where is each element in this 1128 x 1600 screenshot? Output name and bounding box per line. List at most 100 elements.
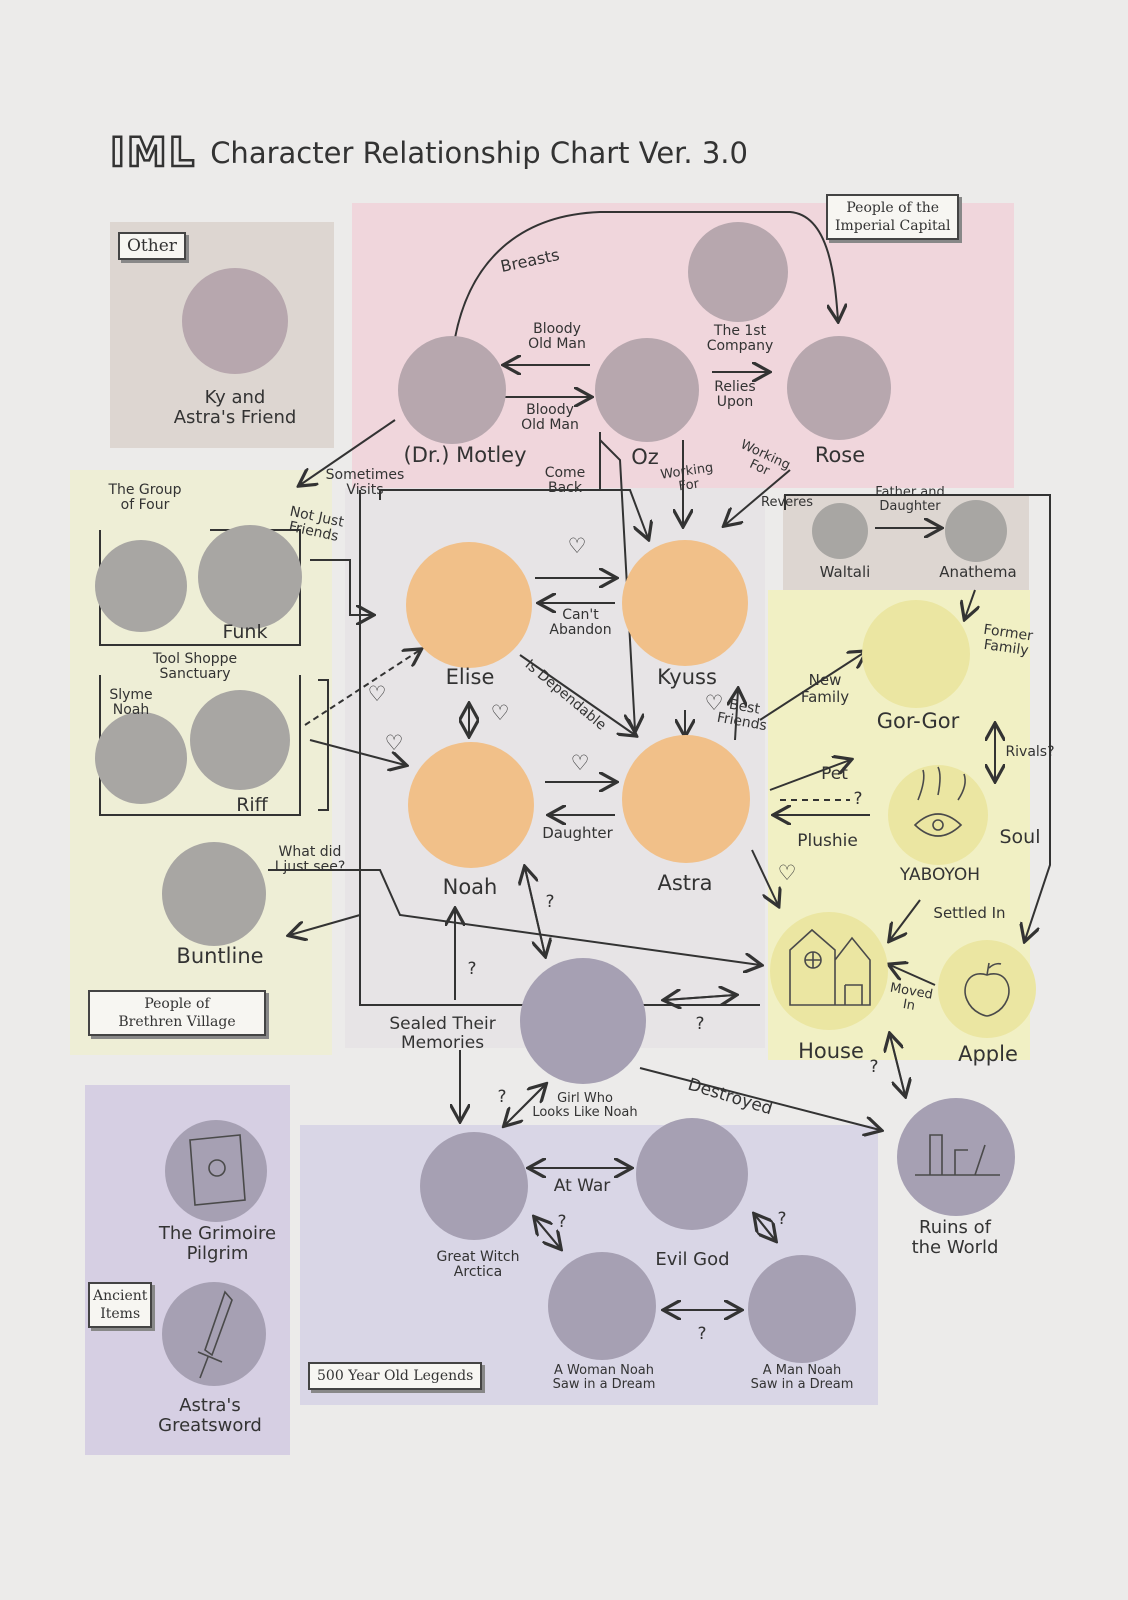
heart-tool-noah: ♡: [384, 731, 404, 755]
rel-new-family: New Family: [800, 671, 850, 706]
rel-q-house-ruins: ?: [869, 1057, 879, 1077]
heart-noah-astra: ♡: [570, 751, 590, 775]
label-man-dream: A Man Noah Saw in a Dream: [750, 1363, 854, 1393]
page-title: Character Relationship Chart Ver. 3.0: [210, 136, 748, 170]
label-yaboyoh: YABOYOH: [899, 865, 981, 885]
rel-reveres: Reveres: [761, 495, 813, 510]
rel-plushie: Plushie: [797, 831, 858, 851]
rel-cant-abandon: Can't Abandon: [549, 607, 612, 639]
heart-elise-kyuss: ♡: [567, 534, 587, 558]
label-woman-dream: A Woman Noah Saw in a Dream: [552, 1363, 656, 1393]
node-waltali: [812, 503, 868, 559]
node-group-of-four: [95, 540, 187, 632]
arrow-astra-house: [751, 849, 778, 905]
node-ruins: [897, 1098, 1015, 1216]
logo: IML: [109, 129, 197, 178]
rel-bloody-2: Bloody Old Man: [521, 402, 579, 434]
heart-astra-house: ♡: [777, 861, 797, 885]
arrow-pet: [769, 760, 850, 791]
arrow-oz-astra: [599, 439, 635, 730]
label-oz: Oz: [631, 445, 659, 469]
tag-other: Other: [118, 232, 186, 260]
rel-first-company: The 1st Company: [706, 323, 774, 355]
label-ky: Ky and Astra's Friend: [173, 387, 297, 428]
label-ruins: Ruins of the World: [911, 1217, 999, 1258]
arrow-moved-in: [890, 965, 936, 986]
node-anathema: [945, 500, 1007, 562]
node-astra: [622, 735, 750, 863]
node-apple: [938, 940, 1036, 1038]
arrow-tool-to-noah: [309, 739, 405, 765]
bracket-tool-shoppe-right: [318, 679, 329, 811]
rel-q-arctica-woman: ?: [557, 1212, 567, 1232]
node-gorgor: [862, 600, 970, 708]
label-greatsword: Astra's Greatsword: [158, 1395, 262, 1436]
label-gorgor: Gor-Gor: [876, 709, 960, 733]
label-grimoire: The Grimoire Pilgrim: [158, 1223, 277, 1264]
rel-settled-in: Settled In: [933, 904, 1006, 922]
label-apple: Apple: [958, 1042, 1018, 1066]
rel-bloody-1: Bloody Old Man: [528, 321, 586, 353]
label-tool-shoppe: Tool Shoppe Sanctuary: [152, 651, 238, 683]
chart-header: IML Character Relationship Chart Ver. 3.…: [109, 129, 748, 178]
node-noah: [408, 742, 534, 868]
rel-relies-upon: Relies Upon: [714, 379, 756, 411]
eye-icon: [913, 766, 966, 837]
rel-daughter: Daughter: [542, 824, 613, 842]
label-group-of-four: The Group of Four: [108, 482, 182, 514]
rel-what-did: What did I just see?: [274, 844, 346, 876]
rel-sealed: Sealed Their Memories: [389, 1014, 496, 1053]
label-motley: (Dr.) Motley: [403, 443, 527, 467]
rel-q-sealed: ?: [467, 959, 477, 979]
arrow-reveres-apple: [784, 494, 1051, 940]
rel-q-noah-girl: ?: [545, 892, 555, 912]
node-oz: [595, 338, 699, 442]
node-greatsword: [162, 1282, 266, 1386]
node-woman-dream: [548, 1252, 656, 1360]
node-motley: [398, 336, 506, 444]
node-man-dream: [748, 1255, 856, 1363]
label-funk: Funk: [222, 621, 268, 643]
node-arctica: [420, 1132, 528, 1240]
arrow-best-friends: [735, 690, 738, 741]
arrow-settled-in: [890, 899, 921, 940]
label-girl: Girl Who Looks Like Noah: [532, 1091, 638, 1121]
label-anathema: Anathema: [939, 563, 1017, 581]
label-noah: Noah: [442, 875, 498, 899]
label-arctica: Great Witch Arctica: [436, 1249, 520, 1281]
label-astra: Astra: [657, 871, 713, 895]
arrow-destroyed: [639, 1067, 880, 1130]
rel-rivals: Rivals?: [1005, 744, 1055, 760]
heart-tool-elise: ♡: [367, 682, 387, 706]
rel-q-girl-arctica: ?: [497, 1087, 507, 1107]
label-riff: Riff: [236, 794, 268, 816]
node-ky: [182, 268, 288, 374]
node-girl: [520, 958, 646, 1084]
node-yaboyoh: [888, 765, 988, 865]
rel-come-back: Come Back: [544, 465, 586, 497]
label-evil-god: Evil God: [655, 1249, 730, 1270]
sword-icon: [197, 1290, 233, 1379]
rel-sometimes-visits: Sometimes Visits: [325, 467, 405, 499]
rel-father-daughter: Father and Daughter: [875, 485, 945, 515]
arrow-new-family: [759, 652, 865, 721]
label-elise: Elise: [445, 665, 495, 689]
node-riff: [190, 690, 290, 790]
label-slyme-noah: Slyme Noah: [109, 687, 153, 719]
heart-elise-noah: ♡: [490, 701, 510, 725]
grimoire-icon: [189, 1134, 246, 1206]
rel-q-girl-house: ?: [695, 1014, 705, 1034]
arrow-tool-to-elise: [304, 650, 420, 726]
arrow-is-dependable: [519, 654, 635, 735]
ruins-icon: [915, 1134, 1000, 1176]
arrow-to-buntline: [290, 914, 361, 935]
label-buntline: Buntline: [176, 944, 264, 968]
arrow-breasts: [454, 211, 838, 339]
tag-imperial-capital: People of the Imperial Capital: [826, 194, 960, 240]
tag-brethren-village: People of Brethren Village: [88, 990, 266, 1036]
rel-at-war: At War: [553, 1176, 611, 1196]
rel-q-woman-man: ?: [697, 1324, 707, 1344]
